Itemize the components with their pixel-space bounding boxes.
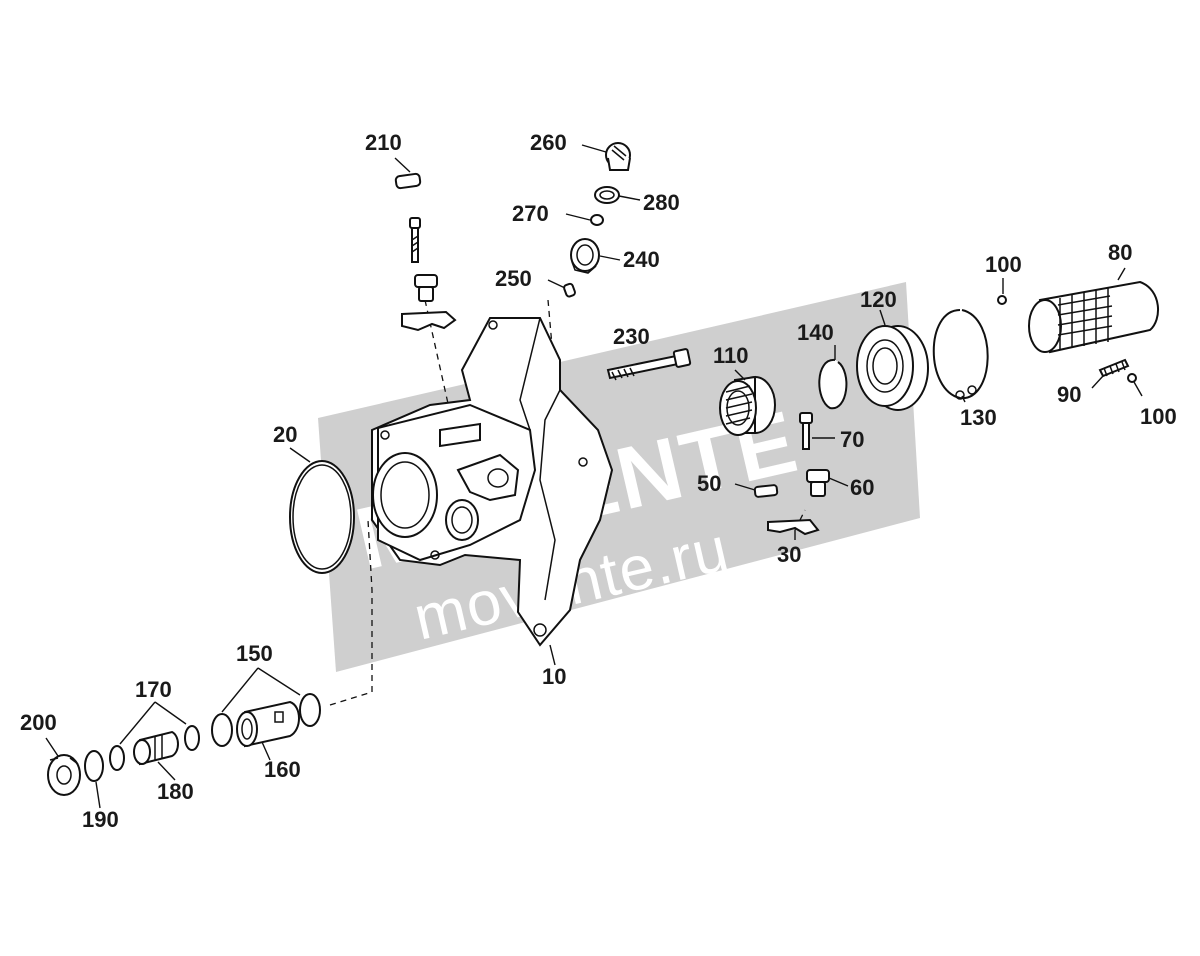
callout-270: 270 — [512, 201, 549, 226]
callout-70: 70 — [840, 427, 864, 452]
callout-280: 280 — [643, 190, 680, 215]
callout-230: 230 — [613, 324, 650, 349]
part-210-bushing — [414, 274, 438, 302]
callout-190: 190 — [82, 807, 119, 832]
part-140-snap-ring — [818, 358, 848, 410]
callout-10: 10 — [542, 664, 566, 689]
part-20-o-ring — [289, 460, 355, 574]
part-270-ring — [590, 214, 604, 226]
callout-110: 110 — [713, 343, 749, 368]
part-210-key — [394, 172, 422, 190]
part-100-ball-bottom — [1127, 373, 1137, 383]
part-170-ring-right — [184, 725, 200, 751]
watermark-band — [318, 282, 920, 672]
callout-140: 140 — [797, 320, 834, 345]
part-30-linkage — [767, 518, 820, 536]
part-50-key — [753, 484, 779, 498]
callout-200: 200 — [20, 710, 57, 735]
part-110-needle-bearing — [719, 375, 776, 436]
callout-160: 160 — [264, 757, 301, 782]
callout-150: 150 — [236, 641, 273, 666]
callout-100-bottom: 100 — [1140, 404, 1177, 429]
part-240-plug — [570, 238, 600, 274]
part-120-ball-bearing — [856, 325, 929, 411]
callout-20: 20 — [273, 422, 297, 447]
callout-130: 130 — [960, 405, 997, 430]
part-260-vent — [605, 142, 631, 171]
leader-lines — [45, 144, 1143, 809]
part-60-bushing — [806, 469, 830, 497]
part-250-pin — [563, 282, 576, 298]
callout-180: 180 — [157, 779, 194, 804]
callout-60: 60 — [850, 475, 874, 500]
part-80-spline-shaft — [1028, 280, 1160, 354]
callout-210: 210 — [365, 130, 402, 155]
part-160-sleeve — [236, 700, 300, 748]
part-190-ring — [84, 750, 104, 782]
callout-100-top: 100 — [985, 252, 1022, 277]
part-150-o-ring-right — [299, 693, 321, 727]
callout-120: 120 — [860, 287, 897, 312]
callout-90: 90 — [1057, 382, 1081, 407]
part-280-washer — [594, 186, 620, 204]
part-10-housing — [371, 317, 614, 647]
callout-170: 170 — [135, 677, 172, 702]
part-230-bolt — [606, 348, 692, 381]
callout-30: 30 — [777, 542, 801, 567]
part-200-plug — [47, 754, 81, 796]
part-210-screw — [409, 217, 421, 263]
part-70-screw — [799, 412, 813, 450]
part-150-o-ring-left — [211, 713, 233, 747]
callout-250: 250 — [495, 266, 532, 291]
callout-240: 240 — [623, 247, 660, 272]
callout-50: 50 — [697, 471, 721, 496]
callout-260: 260 — [530, 130, 567, 155]
part-130-circlip — [932, 309, 989, 400]
part-180-spool — [133, 730, 179, 766]
callout-labels: 210 260 280 270 240 250 230 110 140 120 … — [20, 130, 1177, 832]
callout-80: 80 — [1108, 240, 1132, 265]
part-90-spring — [1098, 358, 1130, 378]
part-100-ball-top — [997, 295, 1007, 305]
part-210-linkage — [401, 310, 457, 332]
part-170-ring-left — [109, 745, 125, 771]
